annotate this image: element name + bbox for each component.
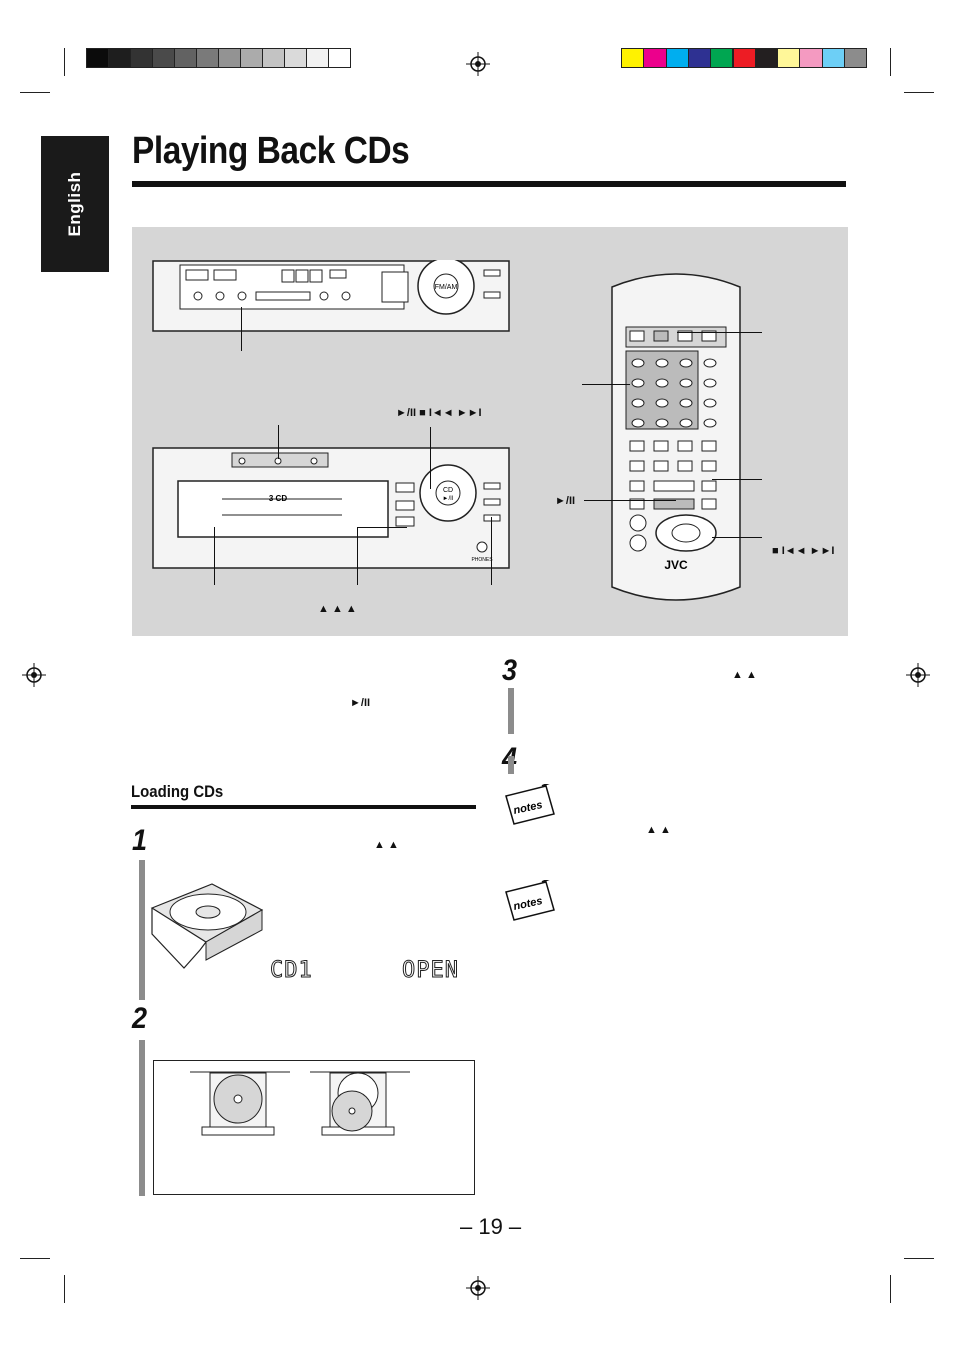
page-number: – 19 – [460,1214,522,1239]
callout-line [491,517,492,585]
cd-label: CD [443,487,453,494]
color-swatch [218,48,241,68]
transport-glyph: ■ I◄◄ ►►I [419,407,482,419]
callout-line [241,307,242,351]
crop-mark [890,1275,891,1303]
callout-line [712,537,762,538]
color-swatch [777,48,801,68]
title-rule [132,181,846,187]
step-bar [508,756,514,774]
registration-mark-icon [906,663,930,687]
phones-label: PHONES [471,557,493,563]
callout-line [677,332,762,333]
crop-mark [64,1275,65,1303]
disc-incorrect-illustration [310,1071,410,1136]
callout-line [357,527,407,528]
color-swatch [262,48,285,68]
step-number: 2 [132,1002,148,1035]
notes-eject-glyphs: ▲ ▲ [646,824,671,836]
callout-line [278,425,279,459]
color-swatch [306,48,329,68]
color-swatch [86,48,109,68]
crop-mark [904,92,934,93]
crop-mark [890,48,891,76]
color-swatch [821,48,845,68]
registration-mark-icon [22,663,46,687]
color-swatch [152,48,175,68]
disc-correct-illustration [190,1071,290,1136]
play-pause-glyph: ►/II [396,407,417,419]
color-swatch [732,48,756,68]
front-play-transport-label: ►/II ■ I◄◄ ►►I [396,407,482,419]
step1-eject-glyphs: ▲ ▲ [374,839,399,851]
notes-icon: notes [505,880,555,921]
step3-eject-glyphs: ▲ ▲ [732,669,757,681]
color-swatch [328,48,351,68]
eject-buttons-label: ▲ ▲ ▲ [318,603,357,615]
remote-transport-label: ■ I◄◄ ►►I [772,545,835,557]
callout-line [712,479,762,480]
registration-mark-icon [466,52,490,76]
display-text-left: CD1 [270,958,313,984]
color-swatch [196,48,219,68]
remote-brand: JVC [664,558,688,572]
cd-tray-illustration [150,883,264,969]
callout-line [214,527,215,585]
color-swatch [284,48,307,68]
color-swatch [130,48,153,68]
illustration-panel: FM/AM 3 CD CD ►/II PHONES ►/II ■ I◄◄ ►►I [132,227,848,636]
cd-play-label: ►/II [443,496,454,502]
remote-control-illustration: JVC [611,273,741,601]
crop-mark [64,48,65,76]
subheading-rule [131,805,476,809]
color-swatch [799,48,823,68]
color-swatch [710,48,734,68]
crop-mark [20,1258,50,1259]
crop-mark [904,1258,934,1259]
step-bar [139,1040,145,1196]
remote-play-pause-label: ►/II [555,495,576,507]
section-subheading: Loading CDs [131,782,224,801]
page-title: Playing Back CDs [132,130,410,172]
color-swatch [621,48,645,68]
fm-am-label: FM/AM [435,284,458,291]
callout-line [582,384,630,385]
callout-line [584,500,676,501]
color-swatch [754,48,779,68]
color-swatch [844,48,868,68]
intro-play-pause-glyph: ►/II [350,697,371,709]
language-tab-label: English [65,171,84,237]
color-swatch [108,48,131,68]
step-number: 1 [132,824,148,857]
display-text-right: OPEN [402,958,459,984]
color-swatch [687,48,712,68]
front-panel-illustration: FM/AM [152,260,510,332]
notes-icon-label: notes [512,895,543,913]
callout-line [357,527,358,585]
color-swatch [643,48,667,68]
registration-mark-icon [466,1276,490,1300]
disc-placement-box [153,1060,475,1195]
cd-deck-illustration: 3 CD CD ►/II PHONES [152,447,510,569]
notes-icon-label: notes [512,799,543,817]
language-tab: English [41,136,109,272]
color-swatch [240,48,263,68]
step-bar [508,688,514,734]
step-bar [139,860,145,1000]
deck-logo: 3 CD [269,494,287,503]
notes-icon: notes [505,784,555,825]
step-number: 3 [502,654,518,687]
crop-mark [20,92,50,93]
color-swatch [174,48,197,68]
color-swatch [665,48,689,68]
callout-line [430,427,431,489]
